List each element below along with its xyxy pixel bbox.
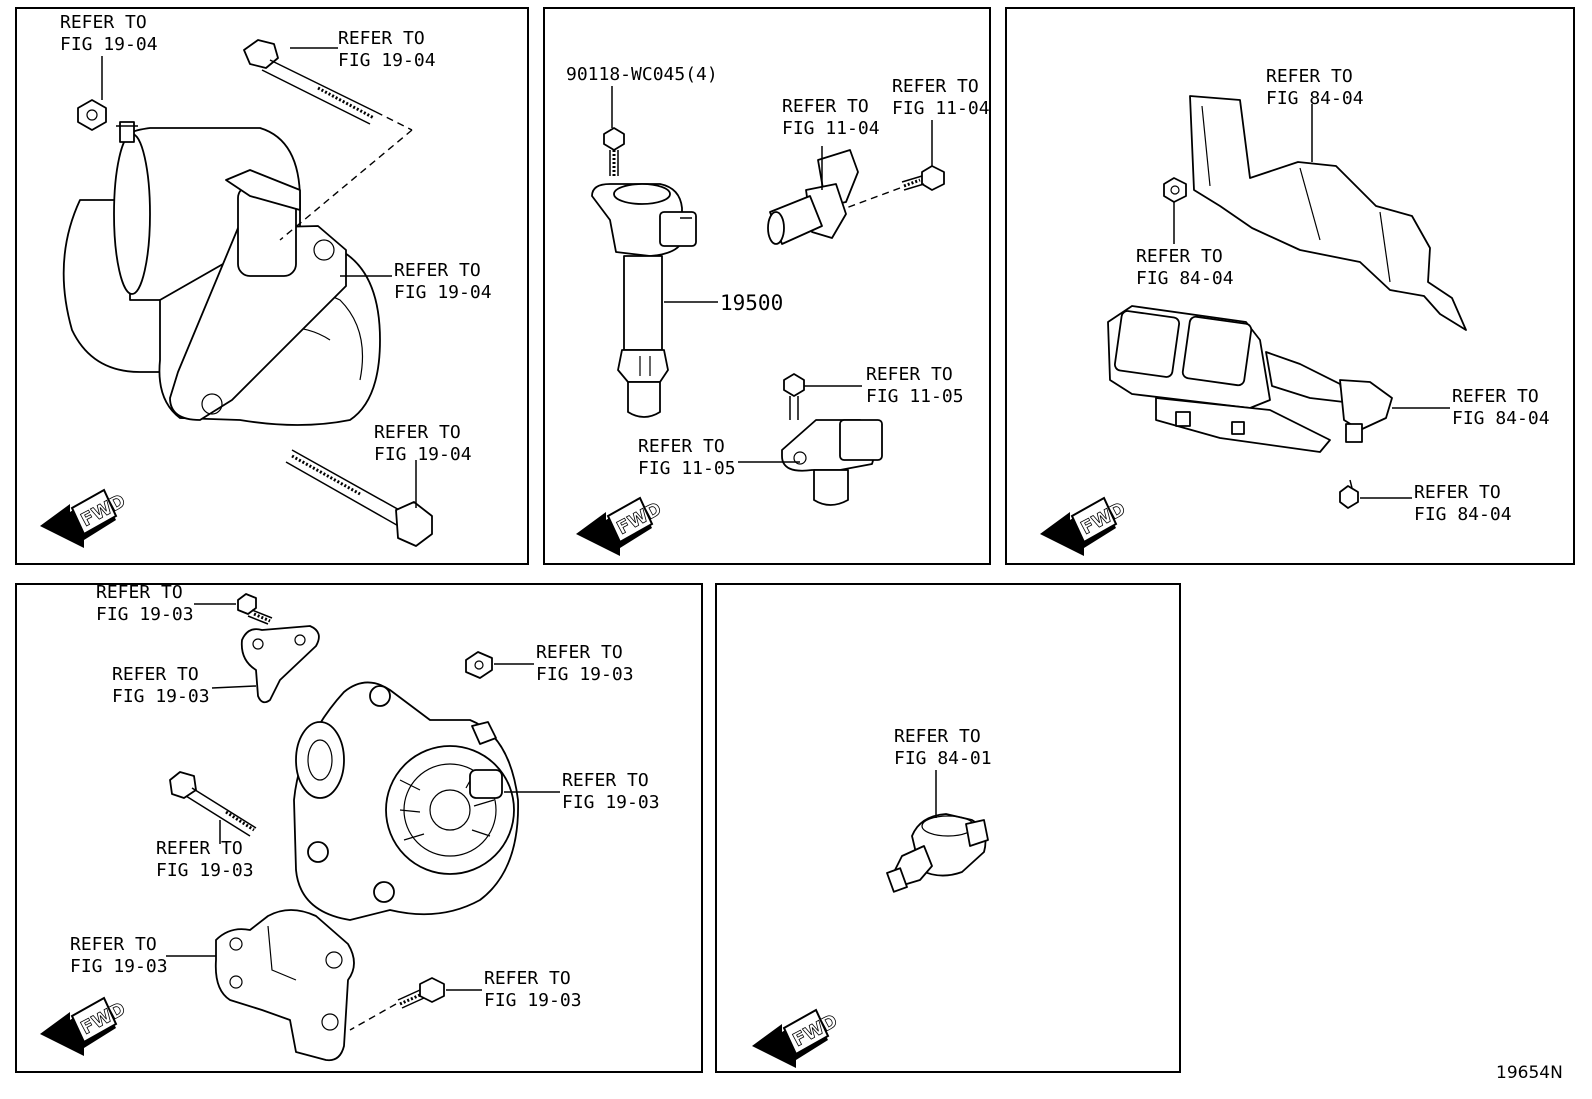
alternator-lower-bracket-drawing xyxy=(214,909,355,1062)
refer-label: REFER TO xyxy=(96,582,183,603)
fig-ref: FIG 19-03 xyxy=(156,860,254,881)
refer-label: REFER TO xyxy=(394,260,481,281)
fig-ref: FIG 84-04 xyxy=(1414,504,1512,525)
bolt-icon xyxy=(603,127,625,176)
refer-label: REFER TO xyxy=(112,664,199,685)
bolt-icon xyxy=(1339,479,1359,509)
nut-icon xyxy=(77,99,107,131)
refer-label: REFER TO xyxy=(782,96,869,117)
fig-ref: FIG 11-04 xyxy=(892,98,990,119)
starter-motor-drawing xyxy=(62,39,433,547)
fig-ref: FIG 19-03 xyxy=(70,956,168,977)
bolt-icon xyxy=(901,165,945,191)
refer-label: REFER TO xyxy=(638,436,725,457)
refer-label: REFER TO xyxy=(892,76,979,97)
refer-label: REFER TO xyxy=(1266,66,1353,87)
fig-ref: FIG 11-04 xyxy=(782,118,880,139)
relay-box-drawing xyxy=(1107,305,1393,453)
refer-label: REFER TO xyxy=(484,968,571,989)
panel-harness: REFER TO FIG 84-04 REFER TO FIG 84-04 RE… xyxy=(1005,7,1575,565)
ignition-coil-drawing xyxy=(591,183,697,418)
fig-ref: FIG 11-05 xyxy=(638,458,736,479)
refer-label: REFER TO xyxy=(866,364,953,385)
crankshaft-sensor-drawing xyxy=(781,373,883,506)
refer-label: REFER TO xyxy=(156,838,243,859)
fig-ref: FIG 19-03 xyxy=(112,686,210,707)
panel-ignition: 90118-WC045(4) 19500 REFER TO FIG 11-04 … xyxy=(543,7,991,565)
refer-label: REFER TO xyxy=(1452,386,1539,407)
bolt-icon xyxy=(243,39,377,125)
refer-label: REFER TO xyxy=(1414,482,1501,503)
bolt-icon xyxy=(237,593,273,625)
fig-ref: FIG 19-04 xyxy=(338,50,436,71)
refer-label: REFER TO xyxy=(374,422,461,443)
alternator-drawing xyxy=(293,681,519,921)
panel-alternator: REFER TO FIG 19-03 REFER TO FIG 19-03 RE… xyxy=(15,582,703,1073)
panel-starter: REFER TO FIG 19-04 REFER TO FIG 19-04 RE… xyxy=(15,7,529,565)
refer-label: REFER TO xyxy=(894,726,981,747)
fig-ref: FIG 19-04 xyxy=(394,282,492,303)
fig-ref: FIG 19-04 xyxy=(374,444,472,465)
fig-ref: FIG 84-01 xyxy=(894,748,992,769)
panel-oil-pressure-switch: REFER TO FIG 84-01 FWD xyxy=(715,583,1181,1073)
refer-label: REFER TO xyxy=(70,934,157,955)
camshaft-sensor-drawing xyxy=(767,149,859,245)
refer-label: REFER TO xyxy=(536,642,623,663)
fig-ref: FIG 19-04 xyxy=(60,34,158,55)
fig-ref: FIG 19-03 xyxy=(536,664,634,685)
fig-ref: FIG 84-04 xyxy=(1266,88,1364,109)
oil-pressure-switch-drawing xyxy=(886,813,989,893)
alternator-bracket-drawing xyxy=(240,625,320,704)
fig-ref: FIG 19-03 xyxy=(562,792,660,813)
fig-ref: FIG 19-03 xyxy=(484,990,582,1011)
fig-ref: FIG 84-04 xyxy=(1136,268,1234,289)
bolt-icon xyxy=(285,449,433,547)
part-number-label: 19500 xyxy=(720,291,783,315)
refer-label: REFER TO xyxy=(1136,246,1223,267)
fig-ref: FIG 19-03 xyxy=(96,604,194,625)
nut-icon xyxy=(1163,177,1187,203)
drawing-number: 19654N xyxy=(1496,1063,1563,1083)
refer-label: REFER TO xyxy=(338,28,425,49)
bolt-icon xyxy=(397,977,445,1009)
harness-bracket-drawing xyxy=(1189,95,1467,331)
fig-ref: FIG 84-04 xyxy=(1452,408,1550,429)
refer-label: REFER TO xyxy=(60,12,147,33)
fig-ref: FIG 11-05 xyxy=(866,386,964,407)
bolt-icon xyxy=(169,771,257,837)
part-number-label: 90118-WC045(4) xyxy=(566,64,718,85)
nut-icon xyxy=(465,651,493,679)
refer-label: REFER TO xyxy=(562,770,649,791)
